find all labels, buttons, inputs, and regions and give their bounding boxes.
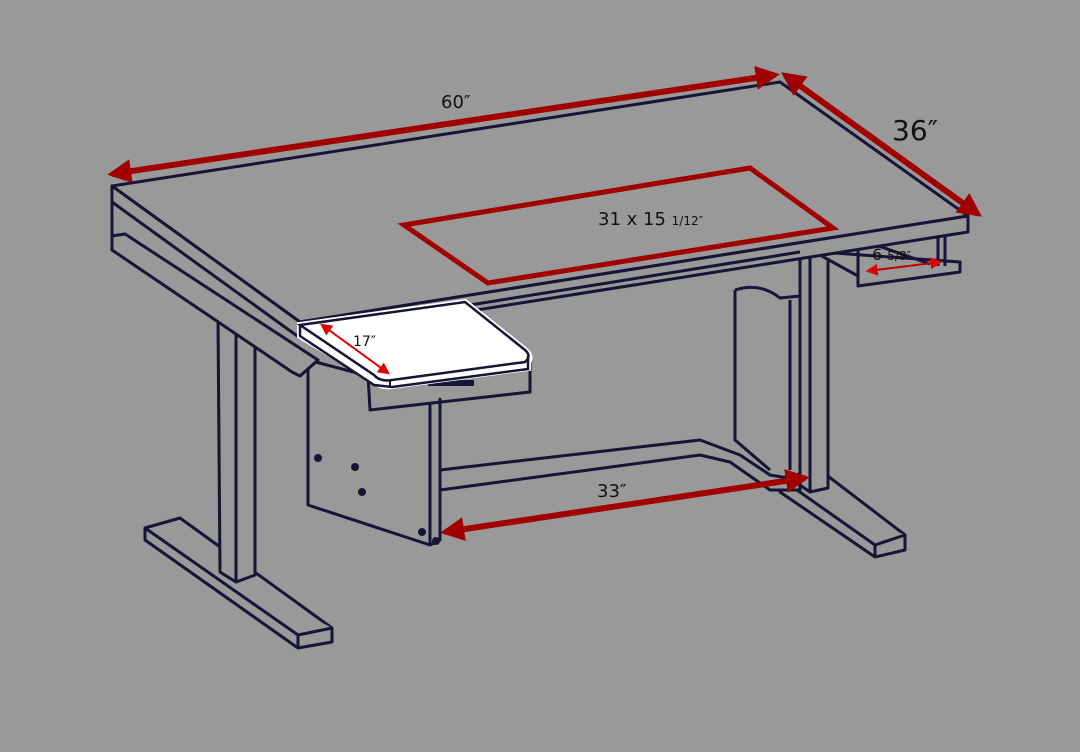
clearance-label: 33″ [597, 481, 627, 502]
table-top [110, 80, 970, 340]
right-leg [788, 248, 830, 494]
depth-label: 36″ [892, 114, 939, 147]
keyboard-tray [296, 298, 533, 540]
tray-dimension-arrow [320, 323, 390, 375]
clearance-arrow [440, 468, 810, 542]
left-rail [110, 232, 320, 378]
length-label: 60″ [441, 92, 471, 113]
cutout-main: 31 x 15 [598, 209, 666, 230]
drawer-label: 6 5/8″ [872, 245, 911, 264]
cutout-label: 31 x 15 1/12″ [598, 209, 703, 230]
drawer-arrow [865, 257, 943, 276]
cutout-fraction: 1/12″ [671, 214, 704, 228]
drawer-main: 6 [872, 245, 883, 264]
depth-arrow [781, 72, 982, 217]
drawer-fraction: 5/8″ [887, 249, 912, 263]
left-leg [216, 316, 257, 584]
tray-label: 17″ [353, 334, 377, 350]
length-arrow [107, 65, 780, 184]
cutout-outline [397, 165, 840, 286]
